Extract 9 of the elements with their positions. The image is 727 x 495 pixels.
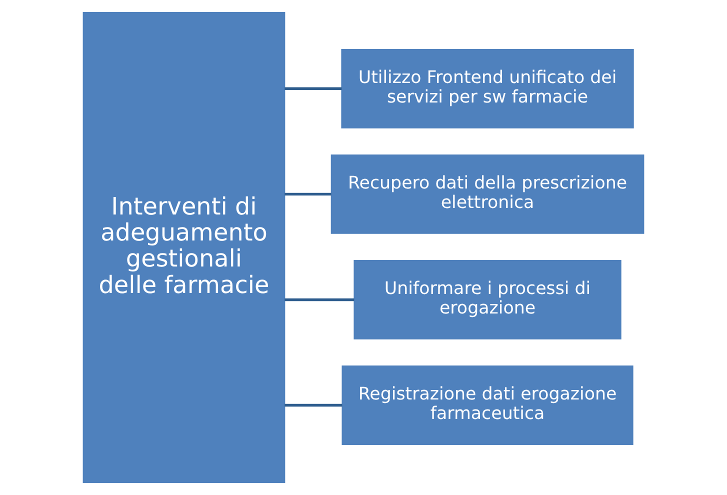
node-box: Utilizzo Frontend unificato dei servizi per sw farmacie [341, 48, 634, 128]
node-box: Interventi di adeguamento gestionali delle farmacie [82, 12, 286, 484]
node-box: Registrazione dati erogazione farmaceutica [342, 366, 634, 445]
connector [284, 87, 342, 90]
node-box: Uniformare i processi di erogazione [354, 260, 622, 340]
connector [284, 404, 342, 407]
connector [284, 192, 332, 196]
connector [284, 298, 354, 302]
node-box: Recupero dati della prescrizione elettronica [330, 154, 644, 234]
